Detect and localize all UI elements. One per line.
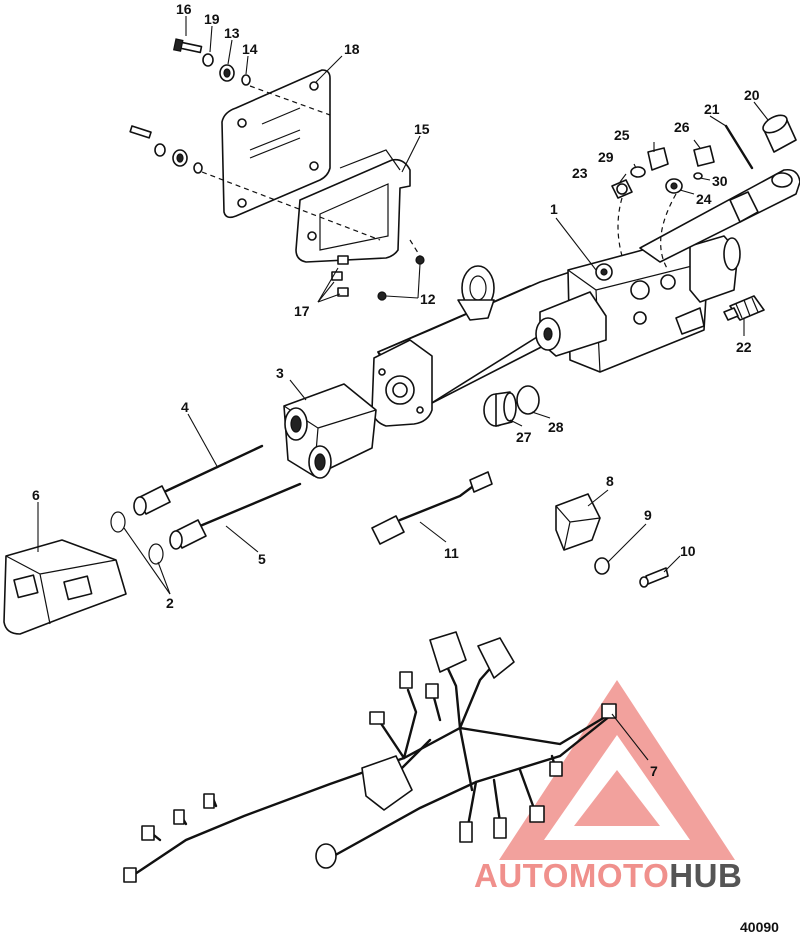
callout-24: 24 [696,191,712,207]
callout-3: 3 [276,365,284,381]
callout-23: 23 [572,165,588,181]
watermark-logo: AUTOMOTOHUB [474,680,742,894]
callout-20: 20 [744,87,760,103]
callout-13: 13 [224,25,240,41]
snap-ring-a [110,511,126,533]
leader-lines [37,16,769,761]
callout-15: 15 [414,121,430,137]
drawing-number: 40090 [740,919,779,935]
callout-labels: 1 2 3 4 5 6 7 8 9 10 11 12 13 14 15 16 1… [32,1,760,779]
gasket-plate [221,69,331,219]
callout-1: 1 [550,201,558,217]
relay-module [555,493,601,551]
callout-28: 28 [548,419,564,435]
guard-bracket [3,539,127,635]
callout-25: 25 [614,127,630,143]
fastener-set-top [173,38,331,116]
svg-text:AUTOMOTOHUB: AUTOMOTOHUB [474,857,742,894]
callout-4: 4 [181,399,189,415]
callout-30: 30 [712,173,728,189]
callout-2: 2 [166,595,174,611]
fastener-set-left [129,125,421,257]
callout-17: 17 [294,303,310,319]
manifold-block [283,383,377,479]
mounting-screw [639,567,669,588]
watermark-brand-part1: AUTOMOTO [474,857,669,894]
sensor-harness [371,471,493,545]
steering-cylinder-assembly [371,168,800,427]
snap-ring-b [148,543,164,565]
callout-22: 22 [736,339,752,355]
callout-7: 7 [650,763,658,779]
hydraulic-fittings [611,145,715,271]
temperature-probe-5 [169,482,302,550]
callout-12: 12 [420,291,436,307]
callout-29: 29 [598,149,614,165]
callout-9: 9 [644,507,652,523]
callout-10: 10 [680,543,696,559]
callout-26: 26 [674,119,690,135]
cotter-rod [724,124,754,170]
watermark-triangle-core [574,770,660,826]
clip-fasteners [331,255,425,301]
watermark-brand-part2: HUB [669,857,742,894]
callout-11: 11 [444,545,459,561]
grommet [594,557,610,575]
callout-14: 14 [242,41,258,57]
pressure-sensor [723,295,765,321]
callout-16: 16 [176,1,192,17]
callout-5: 5 [258,551,266,567]
mounting-bracket [295,149,411,263]
callout-19: 19 [204,11,220,27]
callout-6: 6 [32,487,40,503]
filter-cap [483,391,517,427]
pivot-pin [762,114,797,153]
wiring-harness [123,631,617,883]
o-ring-28 [516,385,540,415]
callout-27: 27 [516,429,532,445]
callout-18: 18 [344,41,360,57]
callout-21: 21 [704,101,720,117]
temperature-probe-4 [133,444,264,516]
callout-8: 8 [606,473,614,489]
